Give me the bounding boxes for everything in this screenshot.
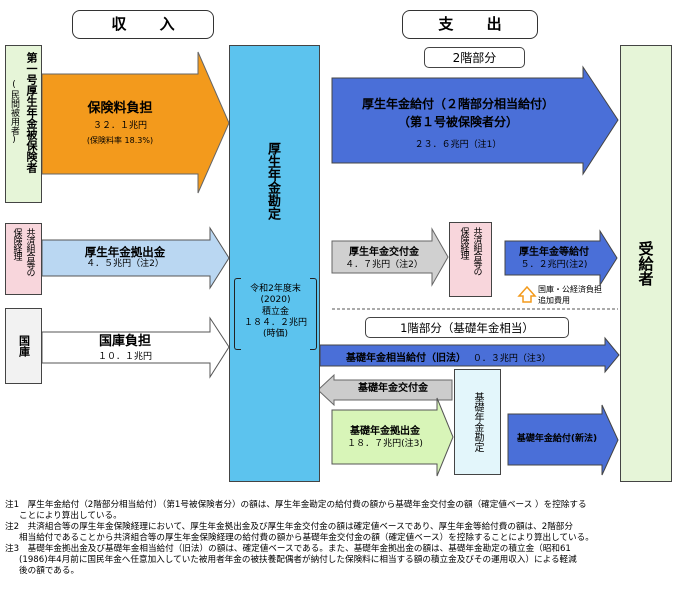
mutual-aid-col2: 保険経理 (11, 228, 22, 260)
footnotes: 注1 厚生年金給付（2階部分相当給付）（第1号被保険者分）の額は、厚生年金勘定の… (5, 500, 673, 577)
mutual-benefit-title: 厚生年金等給付 (519, 247, 589, 258)
employees-sub: (民間被用者) (9, 80, 19, 145)
mutual-benefit-label: 厚生年金等給付 ５．２兆円(注2) (506, 247, 602, 271)
account-year: 令和2年度末 (250, 284, 301, 294)
pension-grant-title: 厚生年金交付金 (349, 247, 419, 258)
account-year-paren: (2020) (260, 295, 291, 306)
premium-title: 保険料負担 (87, 101, 153, 116)
tier2-benefit-title-1: 厚生年金給付（２階部分相当給付） (361, 97, 554, 111)
account-fund-label: 積立金 (261, 306, 289, 317)
tier2-benefit-arrow (331, 65, 619, 176)
premium-amount: ３２．１兆円 (92, 121, 147, 132)
treasury-title: 国庫 (17, 335, 31, 357)
tier2-benefit-title-2: （第１号被保険者分） (397, 115, 518, 129)
contribution-label: 厚生年金拠出金 ４．５兆円（注2） (45, 245, 205, 271)
footnote-1: 注1 厚生年金給付（2階部分相当給付）（第1号被保険者分）の額は、厚生年金勘定の… (5, 500, 587, 510)
income-header: 収 入 (72, 10, 214, 39)
employees-title: 第一号厚生年金被保険者 (25, 52, 38, 173)
mutual-aid-expense-col2: 保険経理 (458, 227, 469, 259)
bracket-right (310, 278, 317, 350)
mutual-aid-col1: 共済組合等の (24, 228, 35, 276)
additional-cost-up-arrow (517, 285, 537, 303)
treasury-burden-amount: １０．１兆円 (97, 352, 152, 363)
contribution-amount: ４．５兆円（注2） (86, 259, 164, 270)
pension-grant-arrow (331, 227, 449, 287)
basic-contribution-label: 基礎年金拠出金 １８．７兆円(注3) (334, 426, 436, 450)
treasury-burden-title: 国庫負担 (98, 334, 151, 349)
basic-contribution-arrow (331, 397, 454, 477)
employees-box: 第一号厚生年金被保険者 (民間被用者) (5, 45, 42, 203)
basic-pension-account-box: 基礎年金勘定 (454, 369, 501, 475)
additional-cost-label: 国庫・公経済負担 追加費用 (538, 284, 624, 306)
mutual-aid-expense-box: 共済組合等の 保険経理 (449, 222, 492, 297)
basic-pension-account-title: 基礎年金勘定 (472, 392, 483, 452)
account-fund-value: １８４．２兆円 (243, 317, 307, 328)
basic-grant-label: 基礎年金交付金 (358, 383, 428, 394)
premium-arrow (41, 51, 230, 194)
account-title: 厚生年金勘定 (265, 142, 280, 220)
treasury-arrow (41, 316, 230, 379)
contribution-arrow (41, 226, 230, 290)
pension-grant-label: 厚生年金交付金 ４．７兆円（注2） (334, 247, 434, 271)
pension-grant-amount: ４．７兆円（注2） (345, 259, 423, 270)
recipients-title: 受給者 (636, 241, 655, 286)
old-law-benefit-amount: ０．３兆円（注3） (472, 354, 551, 364)
premium-rate: (保険料率 18.3%) (86, 135, 154, 145)
contribution-title: 厚生年金拠出金 (84, 245, 166, 259)
tier1-label: 1階部分（基礎年金相当） (365, 317, 569, 338)
footnote-3-end: 後の額である。 (19, 566, 80, 576)
old-law-benefit-label: 基礎年金相当給付（旧法） ０．３兆円（注3） (346, 349, 604, 364)
additional-cost-line1: 国庫・公経済負担 (538, 285, 602, 294)
mutual-benefit-amount: ５．２兆円(注2) (520, 259, 588, 270)
new-law-benefit-label: 基礎年金給付(新法) (516, 434, 598, 444)
account-fund-info: 令和2年度末 (2020) 積立金 １８４．２兆円 (時価) (230, 284, 321, 340)
employee-pension-account: 厚生年金勘定 令和2年度末 (2020) 積立金 １８４．２兆円 (時価) (229, 45, 320, 482)
footnote-2: 注2 共済組合等の厚生年金保険経理において、厚生年金拠出金及び厚生年金交付金の額… (5, 522, 573, 532)
account-valuation: (時価) (262, 329, 289, 339)
tier2-benefit-label: 厚生年金給付（２階部分相当給付） （第１号被保険者分） ２３．６兆円（注1） (334, 97, 582, 151)
tier2-benefit-amount: ２３．６兆円（注1） (414, 140, 502, 150)
footnote-3: 注3 基礎年金拠出金及び基礎年金相当給付（旧法）の額は、確定値ベースである。また… (5, 544, 571, 554)
footnote-1-cont: ことにより算出している。 (19, 511, 122, 521)
bracket-left (234, 278, 241, 350)
premium-label: 保険料負担 ３２．１兆円 (保険料率 18.3%) (45, 101, 195, 146)
treasury-box: 国庫 (5, 308, 42, 384)
additional-cost-line2: 追加費用 (538, 296, 570, 305)
old-law-benefit-arrow (319, 336, 620, 374)
recipients-box: 受給者 (620, 45, 672, 482)
footnote-3-cont: (1986)年4月前に国民年金へ任意加入していた被用者年金の被扶養配偶者が納付し… (19, 555, 577, 565)
old-law-benefit-title: 基礎年金相当給付（旧法） (346, 353, 466, 364)
footnote-2-cont: 相当給付であることから共済組合等の厚生年金保険経理の給付費の額から基礎年金交付金… (19, 533, 594, 543)
mutual-aid-expense-col1: 共済組合等の (471, 227, 482, 275)
basic-grant-arrow (317, 373, 453, 407)
new-law-benefit-arrow (507, 404, 619, 476)
basic-contribution-amount: １８．７兆円(注3) (347, 438, 423, 449)
expense-header: 支 出 (402, 10, 538, 39)
mutual-aid-box: 共済組合等の 保険経理 (5, 223, 42, 295)
treasury-burden-label: 国庫負担 １０．１兆円 (45, 334, 205, 364)
basic-contribution-title: 基礎年金拠出金 (350, 426, 420, 437)
tier2-label: 2階部分 (424, 47, 525, 68)
mutual-benefit-arrow (504, 229, 618, 287)
